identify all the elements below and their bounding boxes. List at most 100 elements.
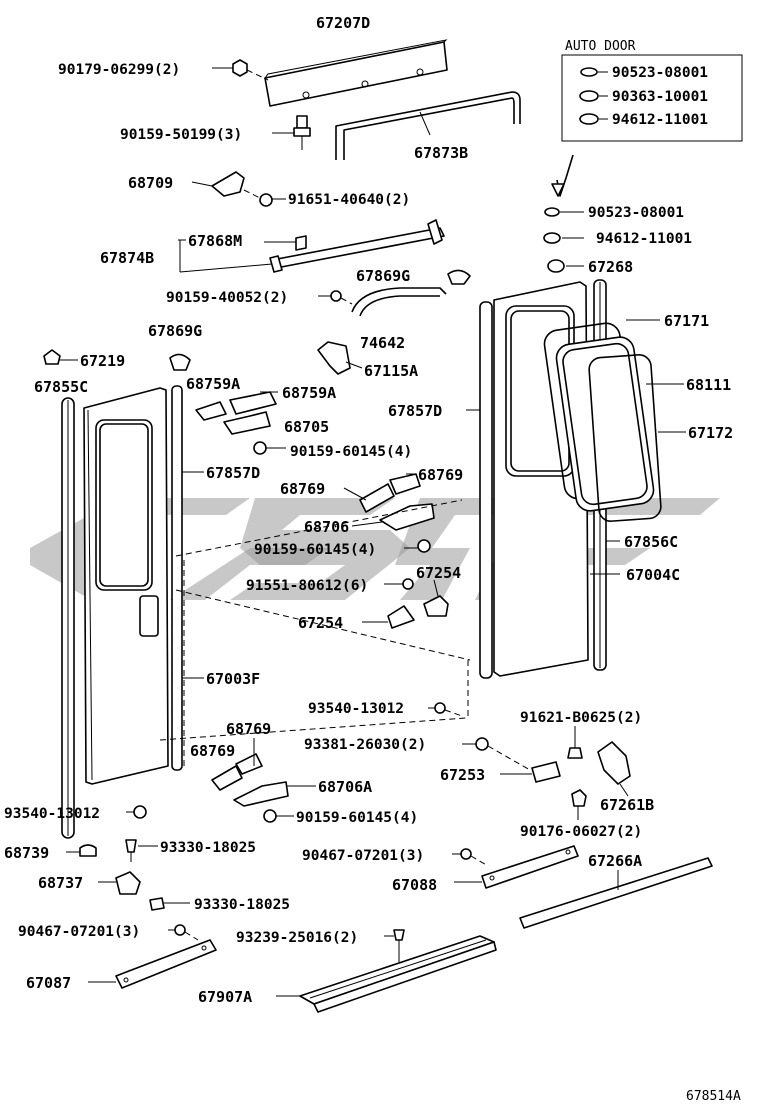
- scuff-plate-67087: [88, 939, 217, 989]
- screw-93239: [384, 929, 405, 962]
- label-91621-B0625: 91621-B0625(2): [520, 710, 642, 726]
- bracket-67115A: [317, 341, 363, 375]
- label-68737: 68737: [38, 874, 83, 892]
- auto-door-parts-stack: [543, 154, 584, 273]
- label-67003F: 67003F: [206, 670, 260, 688]
- label-67261B: 67261B: [600, 796, 654, 814]
- hinge-68709: [191, 171, 245, 197]
- label-67115A: 67115A: [364, 362, 418, 380]
- label-68739: 68739: [4, 844, 49, 862]
- bolt-91621: [567, 726, 583, 759]
- bolt-93381: [462, 737, 531, 771]
- label-67869G-top: 67869G: [356, 267, 410, 285]
- label-90179-06299: 90179-06299(2): [58, 62, 180, 78]
- label-67857D-left: 67857D: [206, 464, 260, 482]
- clip-67219: [43, 349, 78, 365]
- glass-68111: [555, 336, 684, 512]
- label-93239-25016: 93239-25016(2): [236, 930, 358, 946]
- handle-74642: [318, 287, 447, 317]
- auto-door-title: AUTO DOOR: [565, 39, 636, 54]
- label-74642: 74642: [360, 334, 405, 352]
- label-68769-b: 68769: [280, 480, 325, 498]
- strip-67266A: [519, 857, 713, 929]
- plate-67207D: [263, 39, 448, 107]
- label-68759A-1: 68759A: [186, 375, 240, 393]
- screw-90159-60145-a: [253, 441, 286, 455]
- dashed-track-lines: [159, 499, 471, 770]
- label-68759A-2: 68759A: [282, 384, 336, 402]
- label-67856C: 67856C: [624, 533, 678, 551]
- labels: 67207D 90179-06299(2) 90159-50199(3) 678…: [4, 14, 741, 1104]
- guide-67254: [362, 578, 449, 629]
- weatherstrip-67857D-right: [466, 301, 493, 679]
- bolt-93330-b: [149, 897, 190, 911]
- auto-door-item-1: 90523-08001: [612, 65, 708, 81]
- screw-90467-b: [168, 924, 199, 941]
- bumper-67869G-top: [447, 269, 471, 285]
- label-93540-13012-a: 93540-13012: [308, 701, 404, 717]
- nut-90176: [571, 789, 587, 820]
- bolt-90159-50199: [272, 115, 311, 150]
- label-93330-18025-a: 93330-18025: [160, 840, 256, 856]
- auto-door-box: [561, 54, 743, 142]
- label-68709: 68709: [128, 174, 173, 192]
- roller-68739: [66, 844, 97, 857]
- label-90467-07201-b: 90467-07201(3): [18, 924, 140, 940]
- diagram-id: 678514A: [686, 1089, 741, 1104]
- label-67254-a: 67254: [416, 564, 461, 582]
- door-67003F: [83, 387, 169, 785]
- scuff-plate-67088: [454, 845, 579, 889]
- label-68769-a: 68769: [418, 466, 463, 484]
- label-94612-11001: 94612-11001: [596, 231, 692, 247]
- weatherstrip-67857D-left: [171, 385, 204, 771]
- label-68705: 68705: [284, 418, 329, 436]
- label-93540-13012-b: 93540-13012: [4, 806, 100, 822]
- label-67268: 67268: [588, 258, 633, 276]
- label-90159-40052: 90159-40052(2): [166, 290, 288, 306]
- label-68111: 68111: [686, 376, 731, 394]
- label-68706: 68706: [304, 518, 349, 536]
- label-67004C: 67004C: [626, 566, 680, 584]
- label-67874B: 67874B: [100, 249, 154, 267]
- label-90467-07201-a: 90467-07201(3): [302, 848, 424, 864]
- label-68769-c: 68769: [226, 720, 271, 738]
- label-67907A: 67907A: [198, 988, 252, 1006]
- screw-90159-60145-b: [404, 539, 431, 553]
- label-67868M: 67868M: [188, 232, 242, 250]
- auto-door-item-3: 94612-11001: [612, 112, 708, 128]
- label-67873B: 67873B: [414, 144, 468, 162]
- frame-67172: [588, 354, 686, 522]
- label-67087: 67087: [26, 974, 71, 992]
- bracket-68737: [98, 871, 141, 895]
- auto-door-item-2: 90363-10001: [612, 89, 708, 105]
- label-67219: 67219: [80, 352, 125, 370]
- label-68769-d: 68769: [190, 742, 235, 760]
- nut-90179: [212, 59, 269, 81]
- label-93330-18025-b: 93330-18025: [194, 897, 290, 913]
- label-93381-26030: 93381-26030(2): [304, 737, 426, 753]
- label-67171: 67171: [664, 312, 709, 330]
- label-90159-60145-b: 90159-60145(4): [254, 542, 376, 558]
- bolt-93540-a: [428, 702, 463, 717]
- label-90159-60145-c: 90159-60145(4): [296, 810, 418, 826]
- weatherstrip-67873B: [335, 91, 521, 160]
- bracket-67261B: [597, 741, 631, 797]
- screw-90159-60145-c: [263, 809, 294, 823]
- label-67172: 67172: [688, 424, 733, 442]
- label-90159-60145-a: 90159-60145(4): [290, 444, 412, 460]
- guide-68706A: [211, 738, 316, 807]
- label-67088: 67088: [392, 876, 437, 894]
- label-68706A: 68706A: [318, 778, 372, 796]
- label-67869G: 67869G: [148, 322, 202, 340]
- weatherstrip-67855C: [61, 397, 75, 839]
- label-90159-50199: 90159-50199(3): [120, 127, 242, 143]
- label-67266A: 67266A: [588, 852, 642, 870]
- label-67855C: 67855C: [34, 378, 88, 396]
- guide-68759A: [195, 391, 278, 435]
- bolt-93540-b: [126, 805, 147, 819]
- label-67253: 67253: [440, 766, 485, 784]
- label-90176-06027: 90176-06027(2): [520, 824, 642, 840]
- label-67207D: 67207D: [316, 14, 370, 32]
- stopper-67869G: [169, 353, 191, 371]
